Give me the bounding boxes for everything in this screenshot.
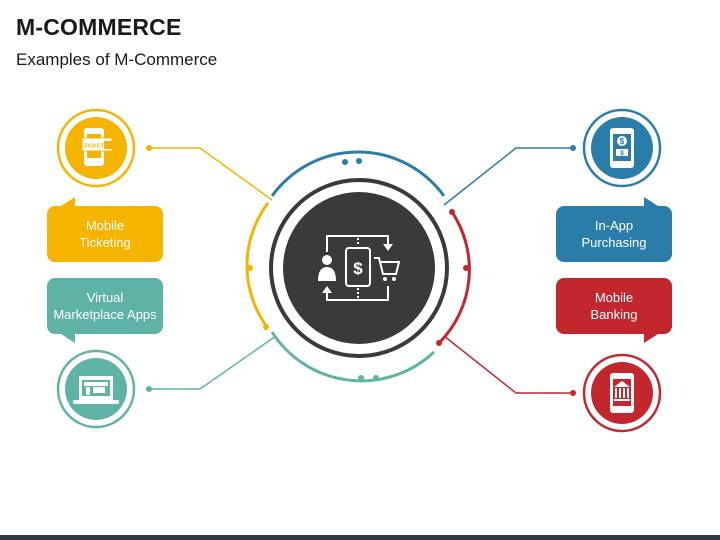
mobile-banking-label-line2: Banking xyxy=(590,307,638,322)
virtual-marketplace-label-line1: Virtual xyxy=(86,290,124,305)
callout-mobile-ticketing: Mobile Ticketing xyxy=(47,197,163,262)
callout-in-app-purchasing: In-App Purchasing xyxy=(556,197,672,262)
svg-text:$: $ xyxy=(620,151,624,157)
in-app-purchasing-label-line2: Purchasing xyxy=(581,235,647,250)
storefront-laptop-icon xyxy=(73,376,119,404)
center-hub: $ xyxy=(269,178,449,358)
footer-bar xyxy=(0,535,720,540)
callout-mobile-banking: Mobile Banking xyxy=(556,278,672,343)
outer-ring xyxy=(245,150,471,383)
page-subtitle: Examples of M-Commerce xyxy=(16,50,218,69)
virtual-marketplace-icon-circle xyxy=(56,349,136,429)
mobile-commerce-icon: $ xyxy=(318,235,401,301)
mobile-ticketing-label-line2: Ticketing xyxy=(79,235,131,250)
svg-text:$: $ xyxy=(353,259,363,278)
mobile-ticketing-icon-circle: TICKET xyxy=(56,108,136,188)
page-title: M-COMMERCE xyxy=(16,14,182,40)
ticket-label: TICKET xyxy=(84,144,105,150)
virtual-marketplace-label-line2: Marketplace Apps xyxy=(53,307,157,322)
in-app-purchasing-label-line1: In-App xyxy=(594,218,634,233)
mobile-ticketing-label-line1: Mobile xyxy=(85,218,125,233)
callout-virtual-marketplace: Virtual Marketplace Apps xyxy=(47,278,163,343)
phone-payment-icon: $ $ xyxy=(610,128,634,168)
phone-bank-icon xyxy=(610,373,634,413)
svg-text:$: $ xyxy=(620,137,625,146)
connector-lines xyxy=(146,145,576,396)
in-app-purchasing-icon-circle: $ $ xyxy=(582,108,662,188)
ring-dots xyxy=(247,158,469,381)
mobile-banking-label-line1: Mobile xyxy=(594,290,634,305)
phone-ticket-icon: TICKET xyxy=(81,128,113,166)
mobile-banking-icon-circle xyxy=(582,353,662,433)
